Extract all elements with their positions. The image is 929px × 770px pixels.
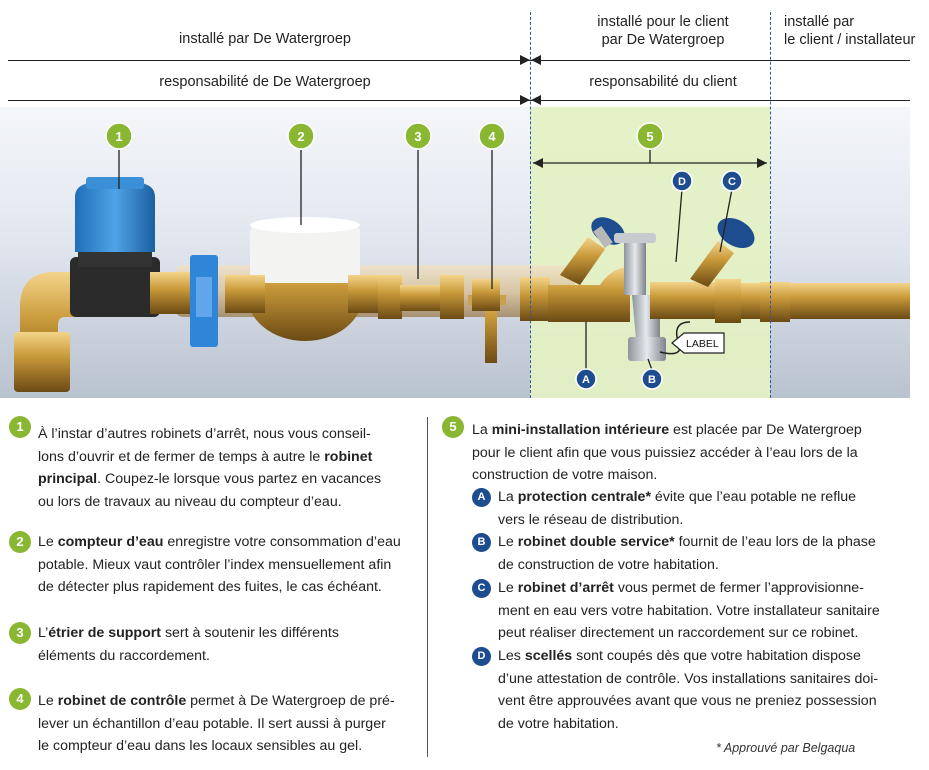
- arrow-left-top: [520, 55, 530, 65]
- item-1-badge: 1: [9, 416, 31, 438]
- svg-text:2: 2: [297, 129, 304, 144]
- header-resp-client: responsabilité du client: [589, 74, 737, 90]
- marker-5: 5: [636, 122, 664, 150]
- item-B-badge: B: [472, 533, 491, 552]
- item-A-badge: A: [472, 488, 491, 507]
- item-5-badge: 5: [442, 416, 464, 438]
- support-nut-left: [378, 275, 402, 319]
- svg-text:B: B: [648, 374, 656, 386]
- main-valve-blue-cap: [75, 183, 155, 252]
- item-B-text: Le robinet double service* fournit de l’…: [498, 534, 876, 573]
- right-outlet: [760, 282, 790, 322]
- item-2-badge: 2: [9, 531, 31, 553]
- main-valve-body: [70, 257, 160, 317]
- support-nut-right: [440, 275, 464, 319]
- item-3-text: L’étrier de support sert à soutenir les …: [38, 625, 339, 664]
- dimension-5-arrow-left: [533, 158, 543, 168]
- meter-head-top: [250, 217, 360, 233]
- pointer-D: [675, 188, 683, 263]
- double-service-handle: [614, 233, 656, 243]
- installation-svg: LABEL 1 2 3 4 5: [0, 107, 910, 398]
- footnote: * Approuvé par Belgaqua: [716, 741, 856, 755]
- header-line-installed: [8, 60, 910, 61]
- main-valve-cap-top: [86, 177, 144, 189]
- boundary-arrows: [520, 55, 541, 105]
- header-installed-for-client-line1: installé pour le client: [597, 14, 729, 30]
- arrow-right-top: [531, 55, 541, 65]
- pointer-C: [719, 188, 733, 253]
- item-1-text: À l’instar d’autres robinets d’arrêt, no…: [38, 426, 382, 510]
- column-separator: [427, 417, 428, 757]
- support-tube: [400, 285, 440, 311]
- control-valve-body: [472, 279, 500, 311]
- marker-3: 3: [404, 122, 432, 150]
- meter-inlet: [225, 275, 265, 313]
- header-line-responsibility: [8, 100, 910, 101]
- marker-4: 4: [478, 122, 506, 150]
- double-service-top: [624, 235, 646, 295]
- boundary-client-installer: [770, 12, 771, 398]
- header-resp-dwg: responsabilité de De Watergroep: [159, 74, 371, 90]
- right-valve-outlet-nut: [715, 279, 741, 323]
- right-valve-body: [650, 282, 720, 319]
- svg-text:5: 5: [646, 129, 653, 144]
- marker-C: C: [721, 170, 743, 192]
- right-pipe: [720, 283, 910, 319]
- item-2-text: Le compteur d’eau enregistre votre conso…: [38, 534, 401, 596]
- backflow-valve-body: [548, 267, 630, 322]
- marker-D: D: [671, 170, 693, 192]
- header-installed-for-client: installé pour le client par De Watergroe…: [548, 13, 778, 49]
- item-4-badge: 4: [9, 688, 31, 710]
- boundary-dwg-client: [530, 12, 531, 398]
- item-5-text: La mini-installation intérieure est plac…: [472, 422, 862, 484]
- item-C-badge: C: [472, 579, 491, 598]
- svg-text:4: 4: [488, 129, 496, 144]
- header-installed-by-line1: installé par: [784, 14, 855, 30]
- label-tag-shape: [671, 332, 725, 354]
- item-D-badge: D: [472, 647, 491, 666]
- svg-text:A: A: [582, 374, 590, 386]
- item-D-text: Les scellés sont coupés dès que votre ha…: [498, 648, 879, 732]
- item-4-text: Le robinet de contrôle permet à De Water…: [38, 693, 395, 755]
- svg-text:3: 3: [414, 129, 421, 144]
- label-tag-text: LABEL: [686, 338, 719, 350]
- inlet-nut: [14, 332, 70, 392]
- left-handle-stem: [593, 225, 613, 249]
- seal-clip-inner: [196, 277, 212, 317]
- arrow-right-bottom: [531, 95, 541, 105]
- header-installed-dwg: installé par De Watergroep: [179, 31, 351, 47]
- svg-text:1: 1: [115, 129, 122, 144]
- marker-A: A: [575, 368, 597, 390]
- dimension-5-arrow-right: [757, 158, 767, 168]
- svg-text:C: C: [728, 176, 736, 188]
- installation-illustration: LABEL 1 2 3 4 5: [0, 107, 910, 398]
- double-service-hose-nut: [628, 337, 666, 361]
- arrow-left-bottom: [520, 95, 530, 105]
- marker-1: 1: [105, 122, 133, 150]
- item-C-text: Le robinet d’arrêt vous permet de fermer…: [498, 580, 880, 642]
- marker-2: 2: [287, 122, 315, 150]
- item-A-text: La protection centrale* évite que l’eau …: [498, 489, 857, 528]
- svg-text:D: D: [678, 176, 686, 188]
- item-3-badge: 3: [9, 622, 31, 644]
- header-installed-for-client-line2: par De Watergroep: [601, 32, 725, 48]
- header-installed-by-line2: le client / installateur: [784, 32, 916, 48]
- main-valve-brass-out: [150, 272, 190, 314]
- pointer-B: [647, 358, 653, 371]
- right-blue-handle: [717, 217, 755, 249]
- right-angled-bonnet: [690, 241, 734, 287]
- left-angled-bonnet: [560, 237, 605, 285]
- meter-head: [250, 223, 360, 283]
- header-installed-by-client: installé par le client / installateur: [784, 13, 929, 49]
- connection-nut: [520, 277, 550, 321]
- marker-B: B: [641, 368, 663, 390]
